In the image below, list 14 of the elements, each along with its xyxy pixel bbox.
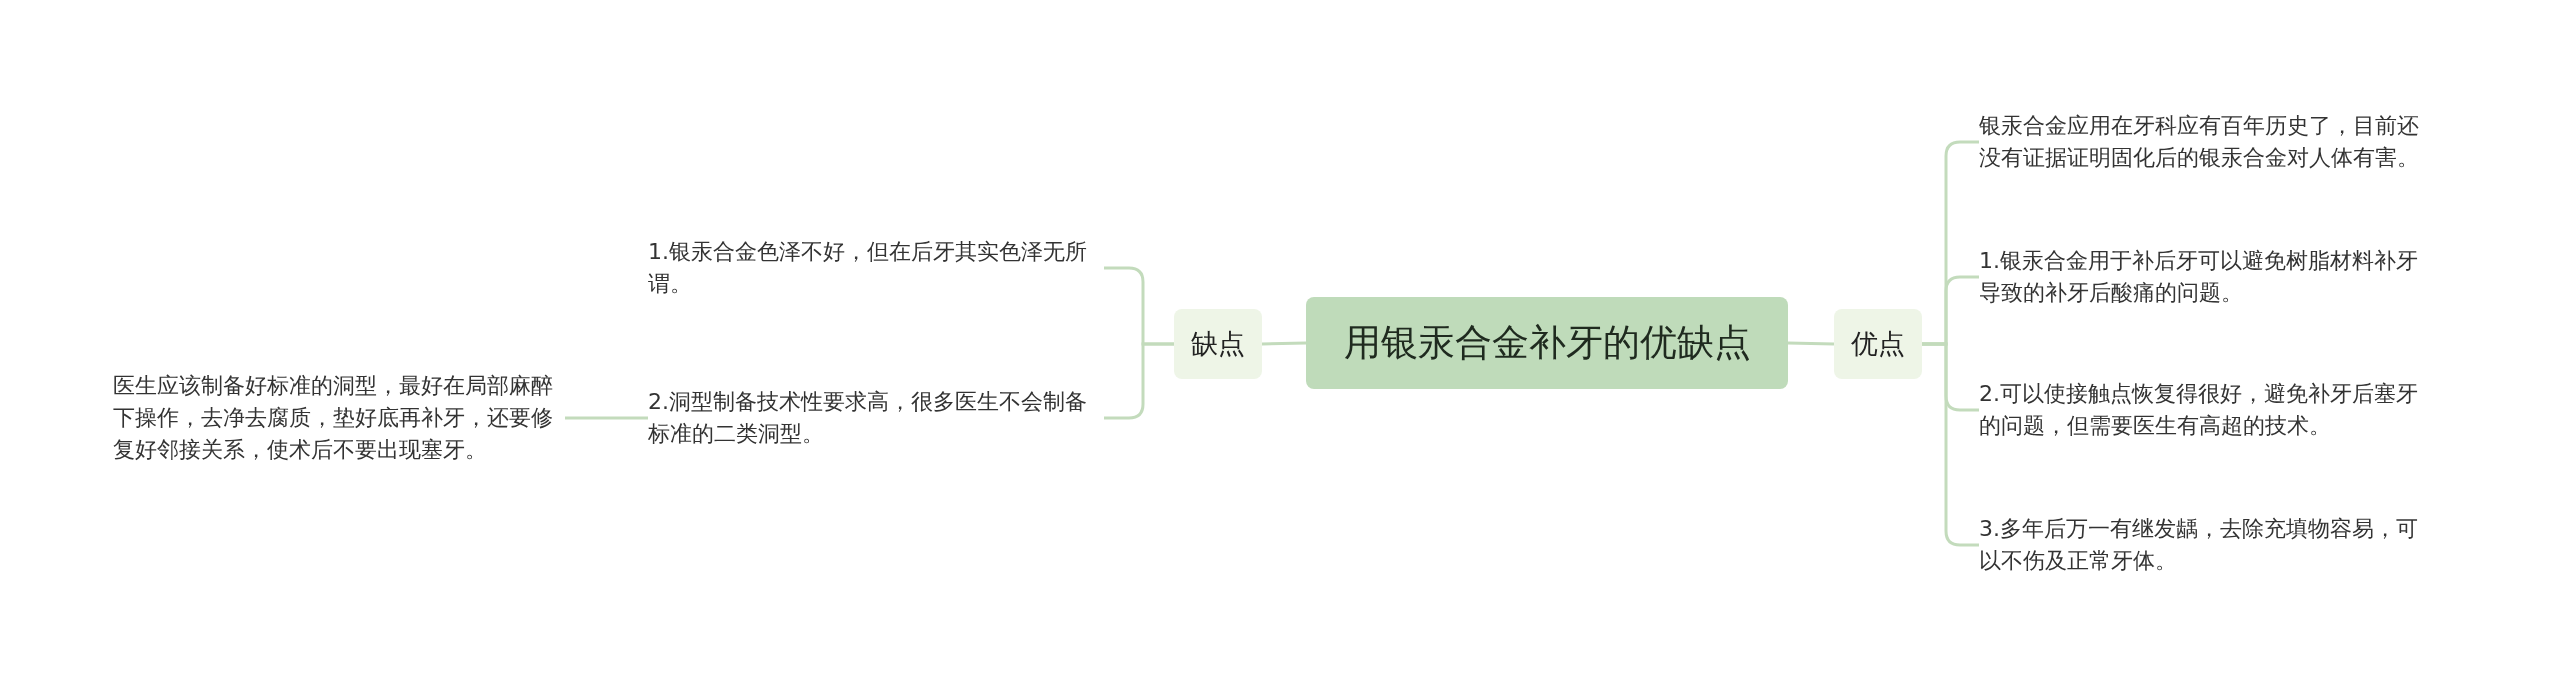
connector-line <box>1104 342 1174 420</box>
leaf-text: 医生应该制备好标准的洞型，最好在局部麻醉下操作，去净去腐质，垫好底再补牙，还要修复好邻接关系，使术后不要出现塞牙。 <box>113 370 565 466</box>
leaf-text: 1.银汞合金用于补后牙可以避免树脂材料补牙导致的补牙后酸痛的问题。 <box>1979 245 2431 309</box>
leaf-text: 2.洞型制备技术性要求高，很多医生不会制备标准的二类洞型。 <box>648 386 1104 450</box>
central-topic-box: 用银汞合金补牙的优缺点 <box>1306 297 1788 389</box>
leaf-text: 银汞合金应用在牙科应有百年历史了，目前还没有证据证明固化后的银汞合金对人体有害。 <box>1979 110 2431 174</box>
branch-topic-box: 缺点 <box>1174 309 1262 379</box>
leaf-text: 2.可以使接触点恢复得很好，避免补牙后塞牙的问题，但需要医生有高超的技术。 <box>1979 378 2431 442</box>
leaf-text: 1.银汞合金色泽不好，但在后牙其实色泽无所谓。 <box>648 236 1104 300</box>
connector-line <box>1787 341 1835 346</box>
connector-line <box>565 416 648 420</box>
leaf-text: 3.多年后万一有继发龋，去除充填物容易，可以不伤及正常牙体。 <box>1979 513 2431 577</box>
branch-topic-box: 优点 <box>1834 309 1922 379</box>
connector-line <box>1261 341 1307 346</box>
